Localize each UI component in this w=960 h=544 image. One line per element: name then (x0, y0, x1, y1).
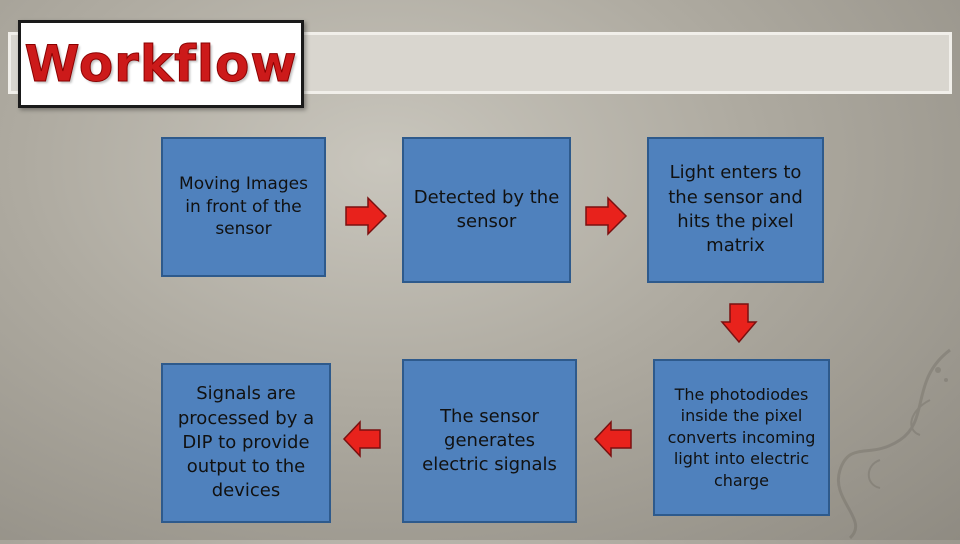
step-label: The photodiodes inside the pixel convert… (667, 384, 816, 490)
arrow-right-icon (344, 196, 388, 236)
step-label: Light enters to the sensor and hits the … (668, 162, 803, 257)
step-photodiodes: The photodiodes inside the pixel convert… (653, 359, 830, 516)
step-dip: Signals are processed by a DIP to provid… (161, 363, 331, 523)
step-light-enters: Light enters to the sensor and hits the … (647, 137, 824, 283)
step-moving-images: Moving Images in front of the sensor (161, 137, 326, 277)
page-title: Workflow (24, 35, 298, 94)
arrow-left-icon (342, 420, 382, 458)
arrow-right-icon (584, 196, 628, 236)
step-label: Signals are processed by a DIP to provid… (177, 383, 315, 502)
step-label: The sensor generates electric signals (422, 405, 557, 476)
step-detected: Detected by the sensor (402, 137, 571, 283)
step-label: Moving Images in front of the sensor (179, 173, 308, 240)
arrow-left-icon (593, 420, 633, 458)
arrow-down-icon (720, 302, 758, 344)
floral-ornament-icon (810, 340, 960, 540)
step-label: Detected by the sensor (413, 186, 560, 232)
step-signals: The sensor generates electric signals (402, 359, 577, 523)
title-box: Workflow (18, 20, 304, 108)
